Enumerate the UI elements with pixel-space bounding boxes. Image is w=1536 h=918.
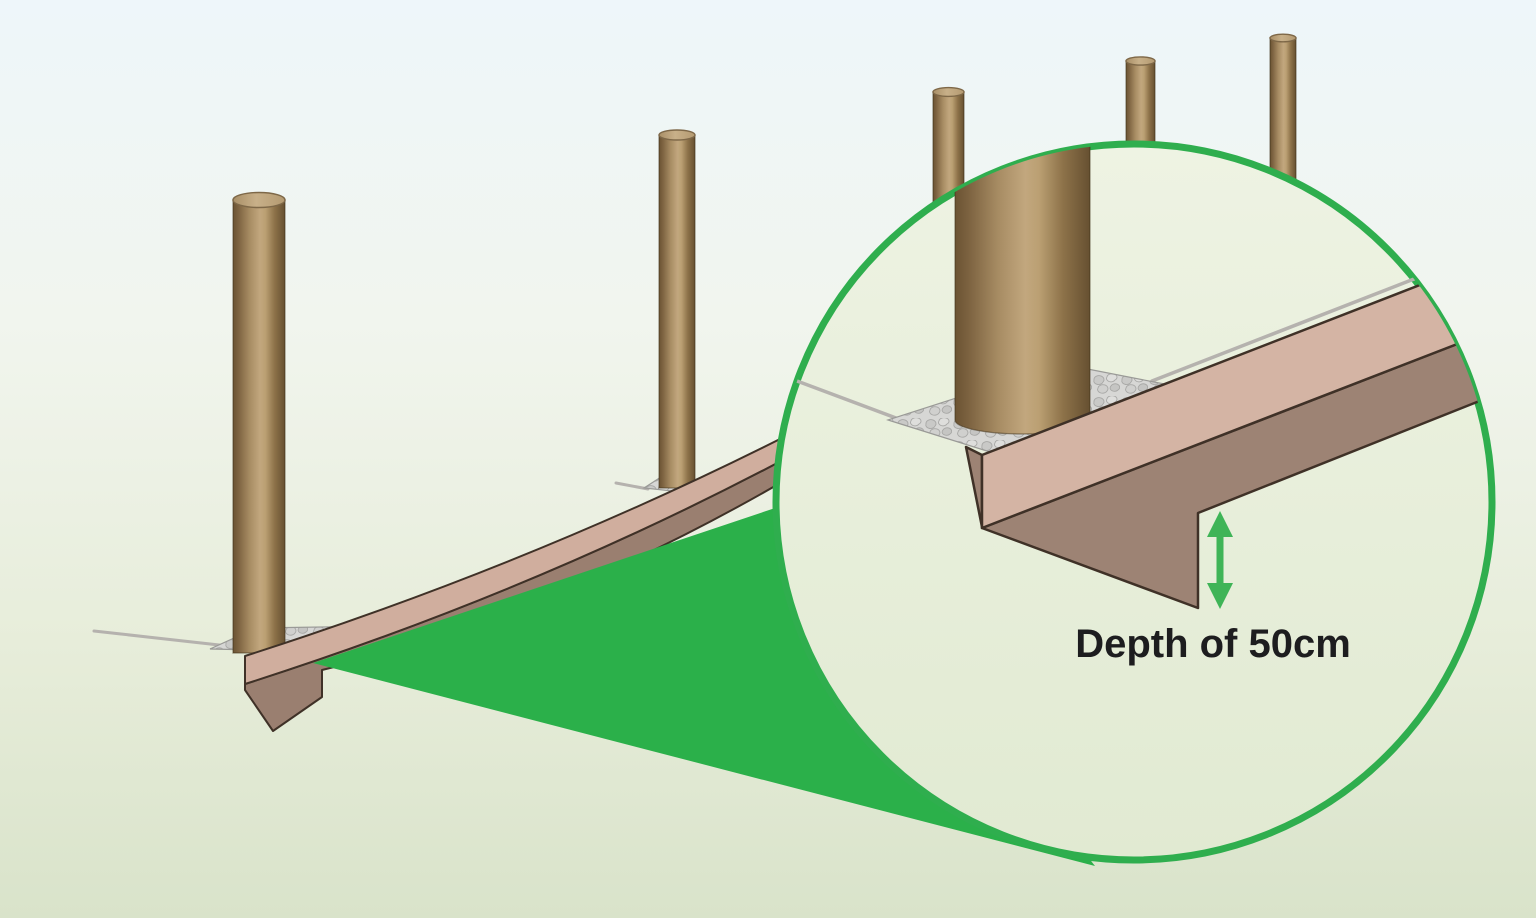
post-body bbox=[1269, 37, 1297, 184]
fence-post bbox=[232, 191, 286, 654]
post-body bbox=[932, 91, 965, 203]
post-body bbox=[232, 199, 286, 654]
post-top bbox=[232, 191, 286, 209]
post-top bbox=[658, 129, 696, 141]
post-body bbox=[658, 134, 696, 489]
ground-line-zoomed bbox=[1150, 270, 1434, 383]
ground-line bbox=[614, 481, 650, 491]
magnified-view: Depth of 50cm bbox=[795, 144, 1484, 666]
depth-label: Depth of 50cm bbox=[1075, 622, 1351, 666]
post-body bbox=[1125, 60, 1156, 154]
post-top bbox=[1269, 33, 1297, 43]
fence-post bbox=[658, 129, 696, 489]
post-top bbox=[1125, 56, 1156, 66]
fence-post bbox=[932, 86, 965, 203]
ground-line-zoomed bbox=[795, 379, 898, 420]
depth-arrow-icon bbox=[1207, 511, 1233, 609]
post-top bbox=[932, 86, 965, 98]
fence-post bbox=[1269, 33, 1297, 184]
fence-post bbox=[1125, 56, 1156, 154]
